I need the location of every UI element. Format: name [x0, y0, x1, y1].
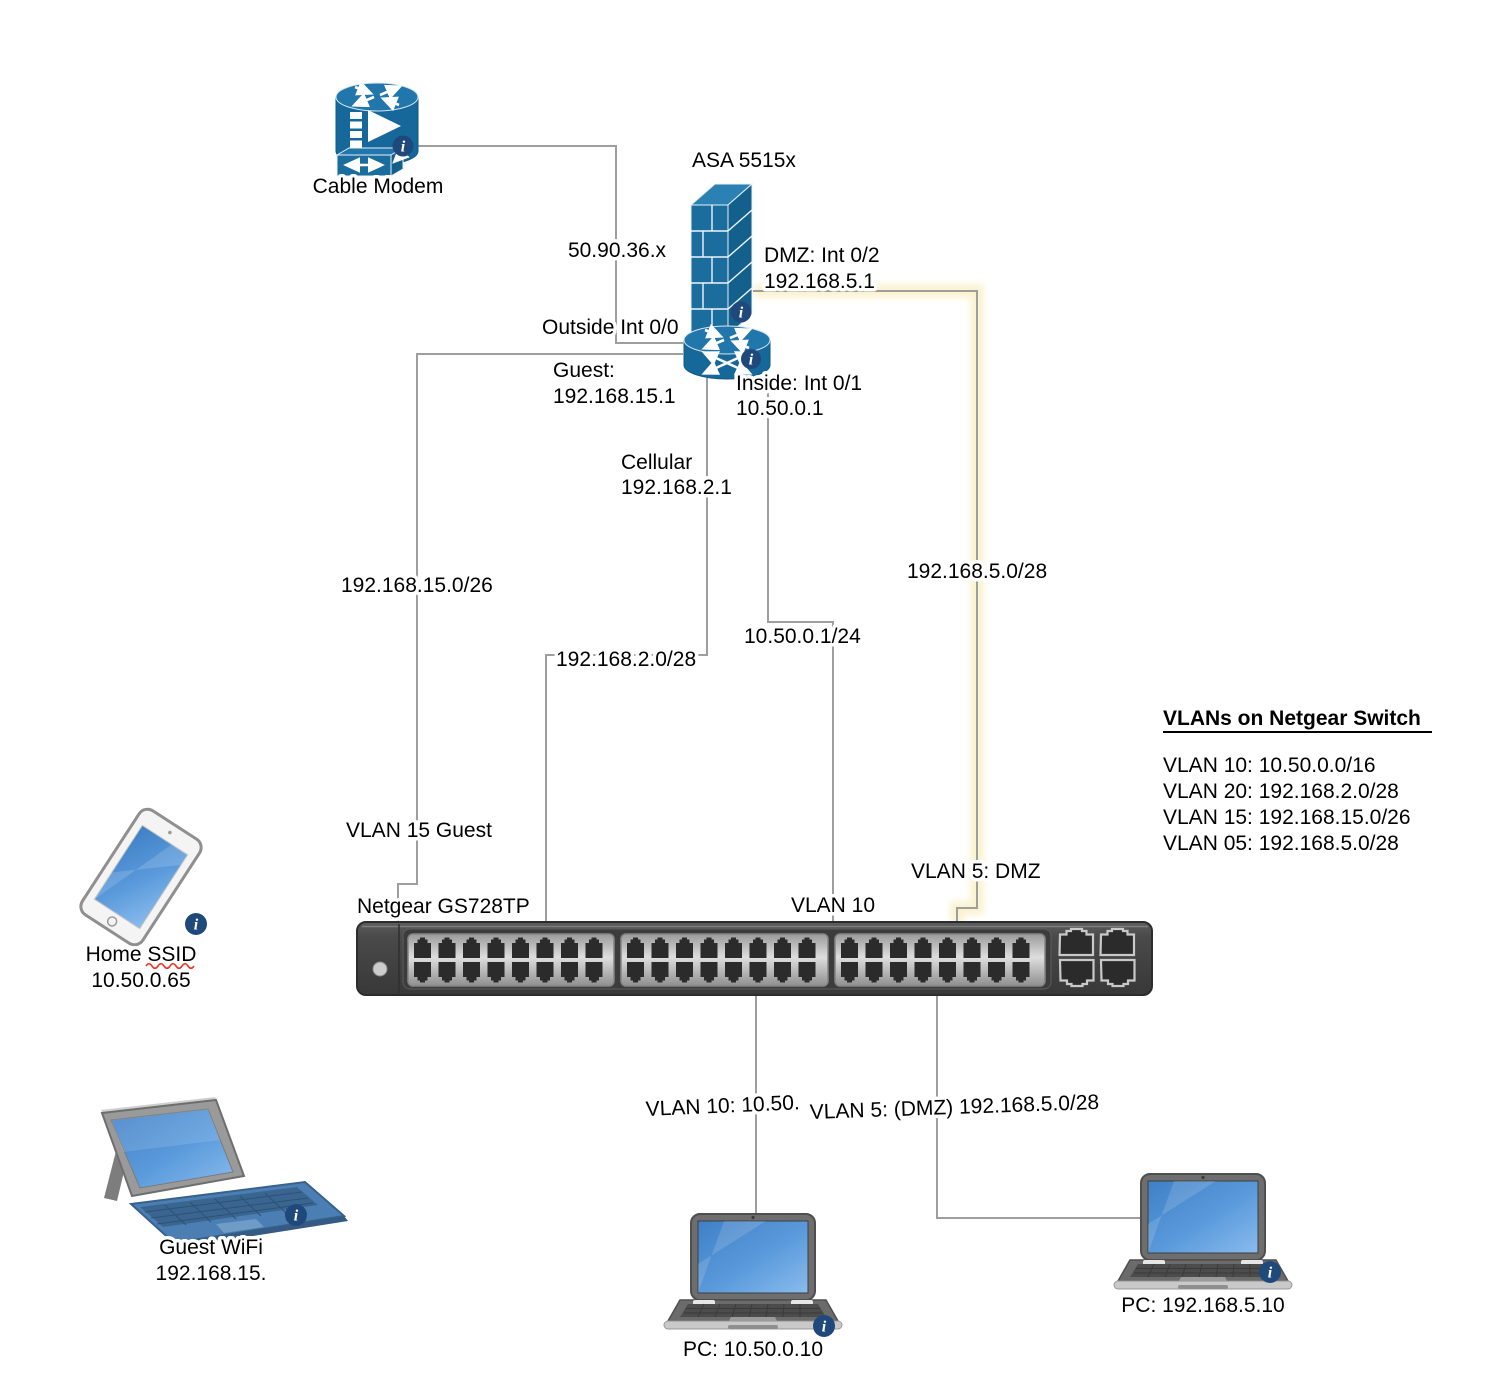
spellcheck-underline — [145, 962, 195, 970]
port-bank-2 — [620, 933, 829, 987]
vlan10-port-label: VLAN 10 — [791, 894, 875, 917]
connectors — [397, 145, 1141, 1219]
tablet-ip-label: 10.50.0.65 — [91, 969, 190, 992]
legend-item: VLAN 05: 192.168.5.0/28 — [1163, 832, 1399, 855]
dmz-subnet-label: 192.168.5.0/28 — [907, 560, 1047, 583]
connector-modem-asa — [402, 145, 683, 344]
legend-title: VLANs on Netgear Switch — [1163, 707, 1421, 730]
cable-modem-label: Cable Modem — [313, 175, 444, 198]
vlan5-port-label: VLAN 5: DMZ — [911, 860, 1041, 883]
info-icon[interactable]: i — [813, 1315, 835, 1337]
cellular-interface-ip-label: 192.168.2.1 — [621, 476, 732, 499]
connector-cellular — [545, 376, 708, 922]
outside-interface-label: Outside Int 0/0 — [542, 316, 679, 339]
dmz-interface-label: DMZ: Int 0/2 — [764, 244, 880, 267]
inside-interface-label: Inside: Int 0/1 — [736, 372, 862, 395]
vlan15-port-label: VLAN 15 Guest — [346, 819, 492, 842]
switch-label: Netgear GS728TP — [357, 895, 530, 918]
vlan-legend: VLANs on Netgear Switch VLAN 10: 10.50.0… — [1160, 704, 1432, 859]
connector-switch-pc2 — [936, 995, 1141, 1219]
vlan10-access-label: VLAN 10: 10.50. — [645, 1091, 800, 1121]
surface-laptop-icon — [100, 1097, 348, 1248]
vlan5-access-label: VLAN 5: (DMZ) 192.168.5.0/28 — [809, 1091, 1099, 1124]
info-icon[interactable]: i — [392, 135, 414, 157]
legend-item: VLAN 15: 192.168.15.0/26 — [1163, 806, 1411, 829]
inside-interface-ip-label: 10.50.0.1 — [736, 397, 824, 420]
info-icon-glyph: i — [749, 352, 754, 369]
info-icon-glyph: i — [294, 1208, 299, 1225]
port-bank-3 — [834, 933, 1046, 987]
laptop-icon — [663, 1213, 843, 1330]
legend-item: VLAN 10: 10.50.0.0/16 — [1163, 754, 1376, 777]
info-icon[interactable]: i — [185, 913, 207, 935]
info-icon[interactable]: i — [741, 349, 761, 369]
asa-label: ASA 5515x — [692, 149, 796, 172]
dmz-pc-label: PC: 192.168.5.10 — [1121, 1294, 1284, 1317]
info-icon-glyph: i — [194, 917, 199, 934]
info-icon-glyph: i — [739, 305, 744, 322]
guest-subnet-label: 192.168.15.0/26 — [341, 574, 493, 597]
connector-dmz — [753, 290, 978, 922]
info-icon[interactable]: i — [1259, 1261, 1281, 1283]
inside-subnet-label: 10.50.0.1/24 — [744, 625, 861, 648]
connector-inside — [767, 373, 834, 922]
info-icon-glyph: i — [822, 1319, 827, 1336]
info-icon-glyph: i — [401, 139, 406, 156]
tablet-label: Home SSID — [86, 943, 197, 966]
tablet-icon — [79, 807, 203, 947]
home-button — [106, 916, 118, 927]
legend-item: VLAN 20: 192.168.2.0/28 — [1163, 780, 1399, 803]
switch-icon — [356, 921, 1153, 996]
wan-ip-label: 50.90.36.x — [568, 239, 667, 262]
info-icon[interactable]: i — [285, 1204, 307, 1226]
cellular-subnet-label: 192.168.2.0/28 — [556, 648, 696, 671]
port-bank-1 — [407, 933, 615, 987]
dmz-interface-ip-label: 192.168.5.1 — [764, 270, 875, 293]
guest-interface-ip-label: 192.168.15.1 — [553, 385, 676, 408]
info-icon-glyph: i — [1268, 1265, 1273, 1282]
info-icon[interactable]: i — [730, 301, 752, 323]
camera-dot — [168, 830, 172, 835]
guest-interface-label: Guest: — [553, 359, 615, 382]
inside-pc-label: PC: 10.50.0.10 — [683, 1338, 823, 1361]
cellular-interface-label: Cellular — [621, 451, 692, 474]
switch-led — [372, 961, 388, 977]
guest-laptop-ip-label: 192.168.15. — [156, 1262, 267, 1285]
connector-guest — [397, 353, 683, 922]
cable-modem-icon — [335, 82, 419, 177]
guest-laptop-label: Guest WiFi — [159, 1236, 263, 1259]
asa-firewall-icon — [683, 182, 771, 380]
